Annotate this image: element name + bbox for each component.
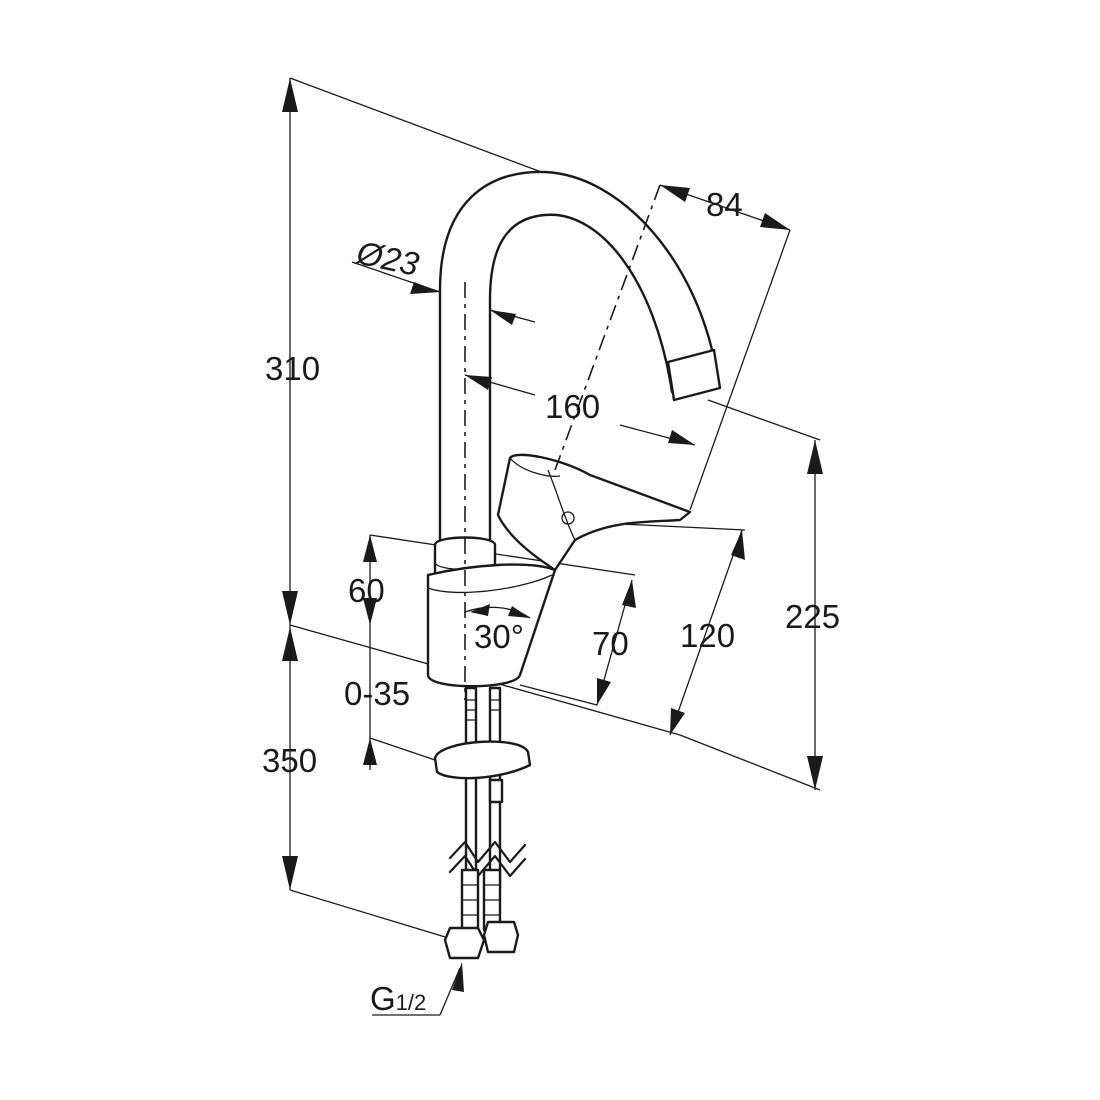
dim-spout-clearance: 225: [785, 598, 840, 635]
dim-body-height: 60: [348, 572, 385, 609]
dim-hose-length: 350: [262, 742, 317, 779]
dimension-lines: [282, 78, 823, 1016]
faucet: [426, 170, 722, 960]
mixer-body: [426, 563, 557, 688]
dimension-labels: 310 84 Ø23 160 225 60 30° 70 120 0-35 35…: [262, 186, 840, 1017]
fixing-plate: [433, 740, 532, 780]
dim-lever-height: 70: [592, 625, 629, 662]
lever-screw: [561, 511, 575, 525]
dim-total-height: 310: [265, 350, 320, 387]
dim-lever-clearance: 120: [680, 617, 735, 654]
dim-tube-diameter: Ø23: [353, 233, 423, 283]
dim-handle-angle: 30°: [474, 618, 524, 655]
dim-spout-reach: 160: [545, 388, 600, 425]
break-symbol: [448, 840, 527, 864]
center-lines: [464, 184, 661, 700]
dim-spout-reach-offset: 84: [706, 186, 743, 223]
lever-handle: [496, 453, 692, 572]
connection-nut-right: [482, 920, 520, 954]
connection-nut-left: [443, 926, 486, 960]
aerator: [666, 348, 722, 402]
dim-connection-thread: G1/2: [370, 980, 426, 1017]
dim-countertop-range: 0-35: [344, 675, 410, 712]
